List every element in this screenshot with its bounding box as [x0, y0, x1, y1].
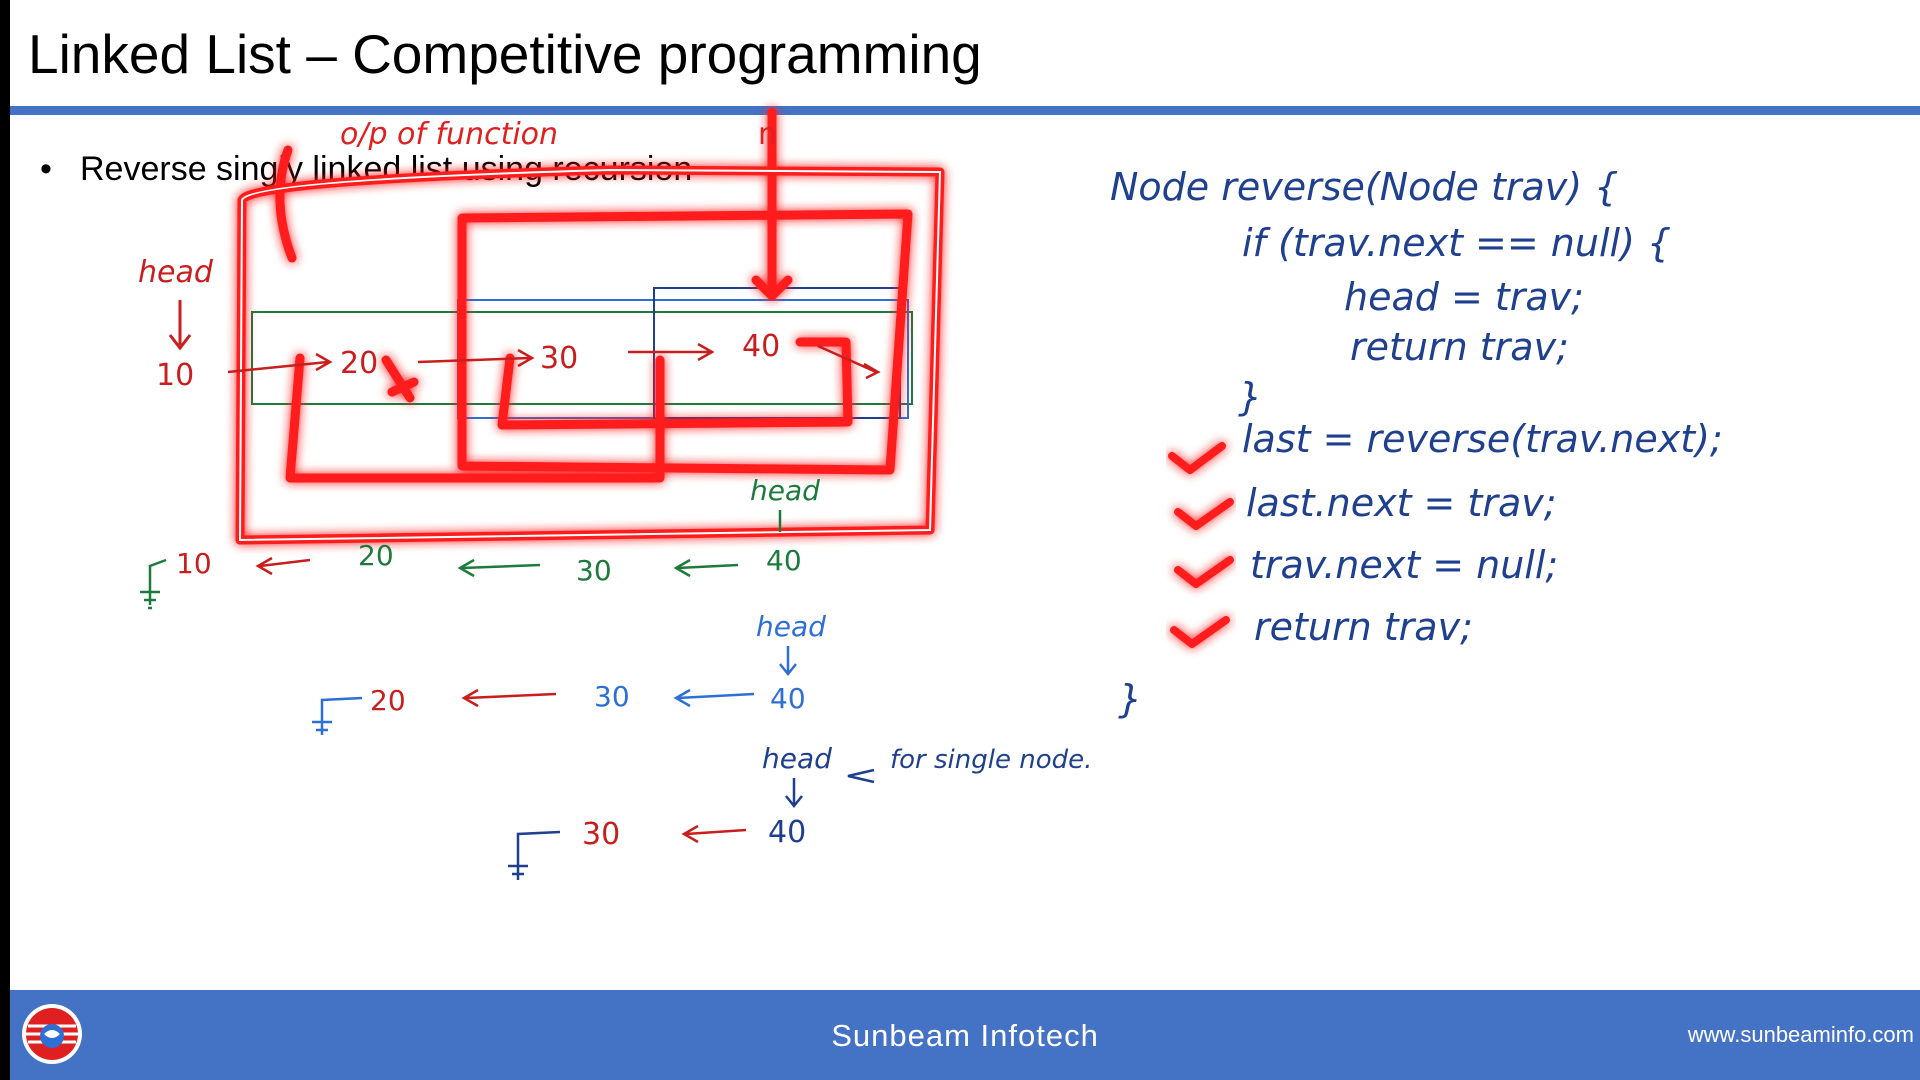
check-3 [1174, 556, 1234, 588]
node-40: 40 [742, 329, 780, 364]
green-head: head [750, 474, 820, 507]
ink-annotations: o/p of function n head 10 20 30 40 head … [138, 107, 1723, 880]
red-highlight-strokes [235, 107, 945, 545]
slide-title: Linked List – Competitive programming [28, 23, 982, 85]
slide: Linked List – Competitive programming •R… [10, 0, 1920, 1080]
green-arrows [140, 556, 739, 610]
node-30: 30 [540, 341, 578, 376]
check-4 [1170, 616, 1230, 648]
blue-40: 40 [770, 682, 806, 715]
code-line-6: last = reverse(trav.next); [1242, 417, 1723, 461]
footer-website-link[interactable]: www.sunbeaminfo.com [1687, 1022, 1914, 1047]
code-line-5: } [1238, 375, 1262, 419]
blue-20: 20 [370, 684, 406, 717]
green-40: 40 [766, 544, 802, 577]
code-line-4: return trav; [1350, 325, 1569, 369]
bottom-arrows [508, 824, 747, 880]
glow-core-outline [238, 168, 942, 542]
bottom-note: for single node. [890, 745, 1092, 775]
title-rule [10, 106, 1920, 115]
bottom-30: 30 [582, 817, 620, 852]
bottom-40: 40 [768, 815, 806, 850]
code-line-2: if (trav.next == null) { [1242, 221, 1671, 265]
green-30: 30 [576, 554, 612, 587]
top-note: o/p of function [340, 117, 558, 152]
footer-company-name: Sunbeam Infotech [831, 1018, 1099, 1053]
footer-bar: Sunbeam Infotech www.sunbeaminfo.com [10, 990, 1920, 1080]
bullet-dot: • [40, 150, 52, 188]
blue-head-arrow [779, 646, 797, 677]
blue-arrows [312, 688, 755, 735]
green-frame [251, 311, 913, 405]
code-line-9: return trav; [1254, 605, 1473, 649]
code-line-3: head = trav; [1344, 275, 1584, 319]
check-1 [1168, 442, 1226, 474]
bottom-head: head [762, 742, 832, 775]
bottom-note-arrow [847, 768, 875, 784]
code-line-8: trav.next = null; [1250, 543, 1558, 587]
check-marks [1168, 442, 1234, 648]
node-20: 20 [340, 346, 378, 381]
head-arrow [168, 300, 192, 351]
check-2 [1174, 498, 1234, 530]
code-block: Node reverse(Node trav) { if (trav.next … [1110, 165, 1723, 721]
blue-30: 30 [594, 680, 630, 713]
head-label: head [138, 255, 214, 290]
blue-head: head [756, 610, 826, 643]
code-line-10: } [1118, 677, 1142, 721]
bottom-head-arrow [785, 778, 803, 809]
list-arrows [227, 342, 881, 380]
green-10: 10 [176, 547, 212, 580]
green-20: 20 [358, 539, 394, 572]
code-line-7: last.next = trav; [1246, 481, 1557, 525]
sunbeam-logo-icon [22, 1004, 82, 1064]
n-mark: n [758, 117, 777, 152]
code-line-1: Node reverse(Node trav) { [1110, 165, 1618, 209]
node-10: 10 [156, 358, 194, 393]
